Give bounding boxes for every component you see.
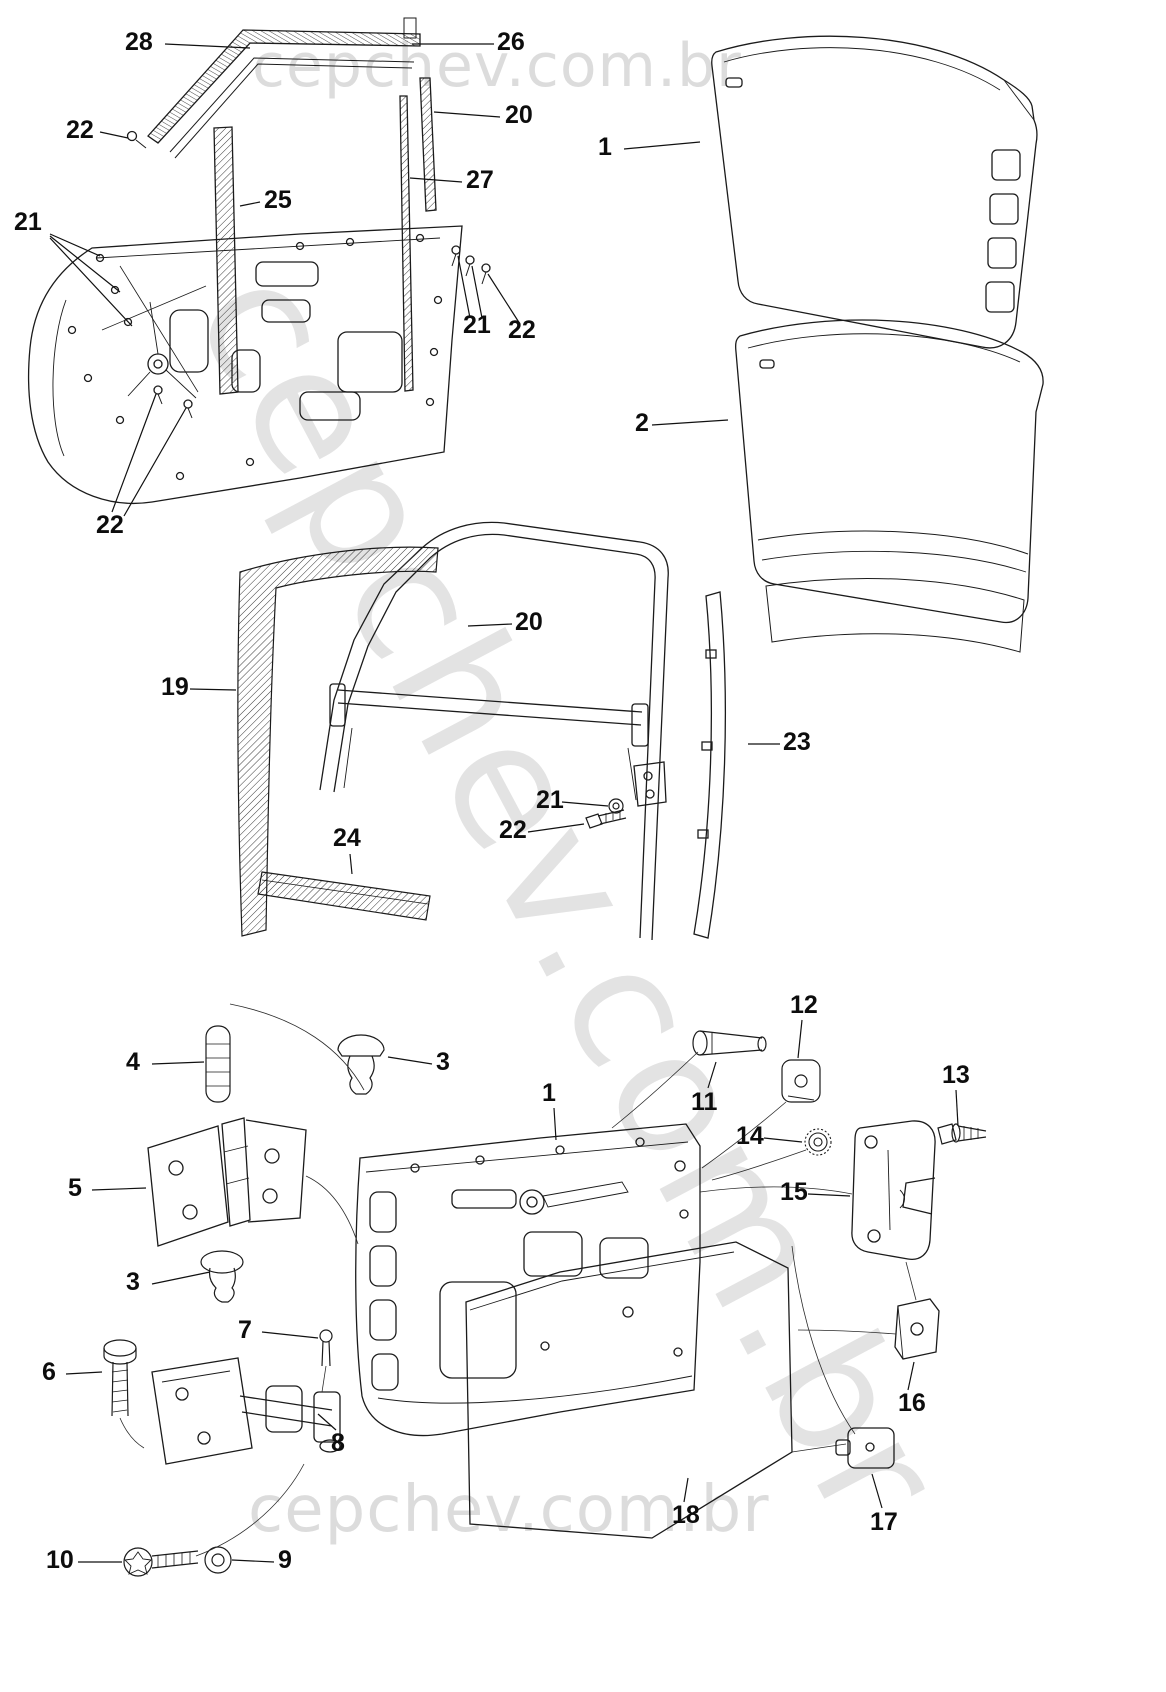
- callout-5: 5: [68, 1174, 82, 1202]
- plug-3-lower: [200, 1250, 244, 1303]
- callout-18: 18: [672, 1501, 700, 1529]
- callout-20-a: 20: [505, 101, 533, 129]
- callout-26: 26: [497, 28, 525, 56]
- callout-21-b: 21: [463, 311, 491, 339]
- bolt-13: [937, 1123, 987, 1145]
- leader-lines: [49, 43, 959, 1563]
- front-door-frame-assembly: [27, 17, 491, 504]
- callout-9: 9: [278, 1546, 292, 1574]
- grommet-14: [804, 1128, 832, 1156]
- callout-22-d: 22: [499, 816, 527, 844]
- callout-16: 16: [898, 1389, 926, 1417]
- window-frame-assembly: [319, 521, 669, 941]
- callout-22-a: 22: [66, 116, 94, 144]
- callout-19: 19: [161, 673, 189, 701]
- door-glass: [465, 1241, 793, 1539]
- assembly-lines: [119, 1003, 917, 1557]
- callout-17: 17: [870, 1508, 898, 1536]
- glass-run-channel-19: [237, 546, 439, 937]
- callout-3-b: 3: [126, 1268, 140, 1296]
- callout-24: 24: [333, 824, 361, 852]
- callout-12: 12: [790, 991, 818, 1019]
- callout-22-b: 22: [508, 316, 536, 344]
- callout-27: 27: [466, 166, 494, 194]
- door-hinge-5: [147, 1117, 307, 1247]
- callout-11: 11: [691, 1088, 718, 1116]
- callout-28: 28: [125, 28, 153, 56]
- door-inner-panel-bottom: [355, 1123, 701, 1437]
- callout-1-a: 1: [598, 133, 612, 161]
- rear-run-channel-23: [693, 591, 727, 939]
- callout-22-c: 22: [96, 511, 124, 539]
- callout-7: 7: [238, 1316, 252, 1344]
- callout-6: 6: [42, 1358, 56, 1386]
- callout-8: 8: [331, 1429, 345, 1457]
- callout-21-c: 21: [536, 786, 564, 814]
- callout-4: 4: [126, 1048, 140, 1076]
- callout-14: 14: [736, 1122, 764, 1150]
- callout-10: 10: [46, 1546, 74, 1574]
- callout-13: 13: [942, 1061, 970, 1089]
- washer-9: [204, 1546, 232, 1574]
- weatherstrip-24: [257, 871, 431, 921]
- plug-3-upper: [337, 1034, 385, 1095]
- callout-20-b: 20: [515, 608, 543, 636]
- callout-2: 2: [635, 409, 649, 437]
- door-outer-panel-upper: [711, 35, 1038, 349]
- callout-25: 25: [264, 186, 292, 214]
- torx-screw-10: [123, 1547, 199, 1577]
- shoulder-bolt-6: [103, 1339, 137, 1417]
- callout-15: 15: [780, 1178, 808, 1206]
- frame-bolt-and-nut: [585, 798, 627, 829]
- callout-21-a: 21: [14, 208, 42, 236]
- wedge-16: [894, 1298, 940, 1360]
- clip-12: [781, 1059, 821, 1103]
- hinge-pin-4: [205, 1025, 231, 1103]
- callout-3-a: 3: [436, 1048, 450, 1076]
- callout-1-b: 1: [542, 1079, 556, 1107]
- callout-23: 23: [783, 728, 811, 756]
- door-outer-panel-lower: [734, 319, 1044, 653]
- bolt-11: [692, 1030, 767, 1056]
- block-17: [835, 1427, 895, 1469]
- door-check-8: [151, 1357, 341, 1465]
- cotter-pin-7: [319, 1329, 333, 1367]
- lock-striker-15: [851, 1120, 936, 1260]
